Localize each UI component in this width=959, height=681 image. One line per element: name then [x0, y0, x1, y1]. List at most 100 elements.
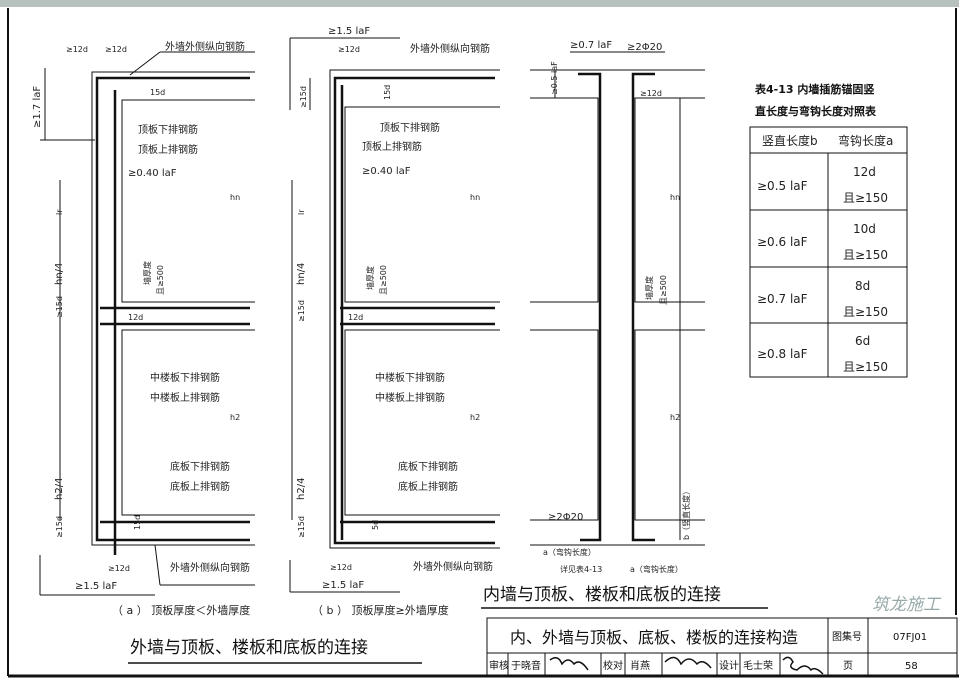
table-cell: ≥0.5 laF [757, 179, 808, 193]
dim-label: 15d [150, 88, 165, 97]
dim-label: ≥12d [330, 563, 352, 572]
dim-label: ≥15d [55, 516, 64, 538]
rebar-label: 中楼板下排钢筋 [375, 371, 445, 384]
review-label: 审核 [489, 659, 509, 672]
table-cells: 竖直长度b 弯钩长度a ≥0.5 laF 12d 且≥150 ≥0.6 laF … [757, 133, 893, 374]
dim-label: 且≥500 [379, 265, 388, 295]
rebar-label: ≥2Φ20 [627, 42, 662, 53]
dim-label: ≥12d [108, 564, 130, 573]
table-header: 竖直长度b [762, 133, 818, 148]
dim-label: hn [670, 193, 680, 202]
table-cell: 且≥150 [843, 360, 888, 374]
title-block [486, 617, 958, 676]
table-cell: 8d [855, 279, 870, 293]
dim-label: ≥15d [55, 296, 64, 318]
dim-label: ≥1.7 laF [32, 86, 43, 128]
atlas-label: 图集号 [832, 630, 862, 643]
rebar-label: 中楼板上排钢筋 [375, 391, 445, 404]
design-label: 设计 [719, 659, 739, 672]
caption-a: （ a ） 顶板厚度＜外墙厚度 [112, 603, 250, 617]
dim-label: a（弯钩长度） [543, 547, 596, 557]
check-label: 校对 [603, 659, 623, 672]
table-cell: ≥0.7 laF [757, 292, 808, 306]
dim-label: ≥0.40 laF [362, 166, 411, 177]
outer-wall-title: 外墙与顶板、楼板和底板的连接 [130, 638, 368, 658]
dim-label: 15d [133, 515, 142, 530]
dim-label: ≥15d [299, 86, 308, 108]
table-cell: 10d [853, 222, 876, 236]
dim-label: h2 [670, 413, 680, 422]
rebar-label: 顶板上排钢筋 [362, 140, 422, 153]
rebar-label: 外墙外侧纵向钢筋 [410, 42, 490, 55]
dim-label: ≥1.5 laF [328, 26, 370, 37]
dim-label: 墙厚度 [365, 266, 375, 290]
table-title: 直长度与弯钩长度对照表 [755, 104, 877, 118]
designer-name: 毛士荣 [743, 659, 773, 672]
dim-label: b（竖直长度） [681, 487, 691, 540]
watermark: 筑龙施工 [872, 595, 942, 615]
dim-label: hn [230, 193, 240, 202]
drawing-a-labels: ≥12d ≥12d 外墙外侧纵向钢筋 ≥1.7 laF 15d 顶板下排钢筋 顶… [32, 40, 250, 617]
dim-label: 墙厚度 [142, 261, 152, 285]
table-cell: 且≥150 [843, 191, 888, 205]
rebar-label: 外墙外侧纵向钢筋 [413, 560, 493, 573]
dim-label: 15d [383, 85, 392, 100]
rebar-label: 外墙外侧纵向钢筋 [165, 40, 245, 53]
drawing-b-labels: ≥1.5 laF ≥12d 外墙外侧纵向钢筋 ≥15d 15d 顶板下排钢筋 顶… [296, 26, 493, 617]
reviewer-name: 于晓音 [511, 659, 541, 672]
table-cell: 且≥150 [843, 248, 888, 262]
inner-wall-title: 内墙与顶板、楼板和底板的连接 [483, 585, 721, 605]
dim-label: ≥0.5 laF [550, 61, 559, 95]
checker-name: 肖燕 [630, 659, 650, 672]
title-block-text: 内、外墙与顶板、底板、楼板的连接构造 图集号 07FJ01 审核 于晓音 校对 … [489, 595, 942, 672]
drawing-a-structure [39, 51, 255, 596]
table-cell: ≥0.6 laF [757, 235, 808, 249]
rebar-label: 中楼板上排钢筋 [150, 391, 220, 404]
rebar-label: 外墙外侧纵向钢筋 [170, 561, 250, 574]
signatures [549, 656, 824, 675]
rebar-label: 底板下排钢筋 [170, 460, 230, 473]
dim-label: ≥15d [297, 300, 306, 322]
dim-label: h2 [470, 413, 480, 422]
dim-label: h2/4 [296, 478, 307, 500]
dim-label: lr [297, 209, 306, 215]
rebar-label: 中楼板下排钢筋 [150, 371, 220, 384]
rebar-label: ≥2Φ20 [548, 512, 583, 523]
dim-label: 5d [371, 520, 380, 530]
table-cell: 12d [853, 165, 876, 179]
page-number: 58 [905, 661, 918, 672]
dim-label: 且≥500 [156, 265, 165, 295]
table-header: 弯钩长度a [838, 133, 893, 148]
dim-label: ≥1.5 laF [322, 580, 364, 591]
dim-label: 12d [348, 313, 363, 322]
table-cell: 且≥150 [843, 305, 888, 319]
dim-label: h2 [230, 413, 240, 422]
rebar-label: 顶板下排钢筋 [138, 123, 198, 136]
anchorage-table: 表4-13 内墙插筋锚固竖 直长度与弯钩长度对照表 [749, 82, 908, 378]
drawing-c-labels: ≥0.7 laF ≥2Φ20 ≥0.5 laF ≥12d hn 墙厚度 且≥50… [543, 40, 691, 574]
dim-label: hn [470, 193, 480, 202]
drawing-b-structure [289, 37, 500, 593]
dim-label: ≥12d [105, 45, 127, 54]
rebar-label: 底板上排钢筋 [170, 480, 230, 493]
rebar-label: 顶板下排钢筋 [380, 121, 440, 134]
dim-label: ≥0.40 laF [128, 168, 177, 179]
dim-label: ≥15d [297, 516, 306, 538]
dim-label: ≥0.7 laF [570, 40, 612, 51]
dim-label: hn/4 [296, 263, 307, 285]
dim-label: ≥1.5 laF [75, 581, 117, 592]
drawing-c-structure [530, 51, 705, 546]
sheet-frame [7, 8, 959, 678]
dim-label: lr [55, 209, 64, 215]
dim-label: h2/4 [54, 478, 65, 500]
dim-label: 12d [128, 313, 143, 322]
dim-label: a（弯钩长度） [630, 564, 683, 574]
atlas-number: 07FJ01 [893, 632, 927, 643]
dim-label: hn/4 [54, 263, 65, 285]
dim-label: ≥12d [338, 45, 360, 54]
table-cell: ≥0.8 laF [757, 347, 808, 361]
dim-label: 墙厚度 [644, 276, 654, 300]
dim-label: ≥12d [640, 89, 662, 98]
page-label: 页 [843, 660, 853, 672]
